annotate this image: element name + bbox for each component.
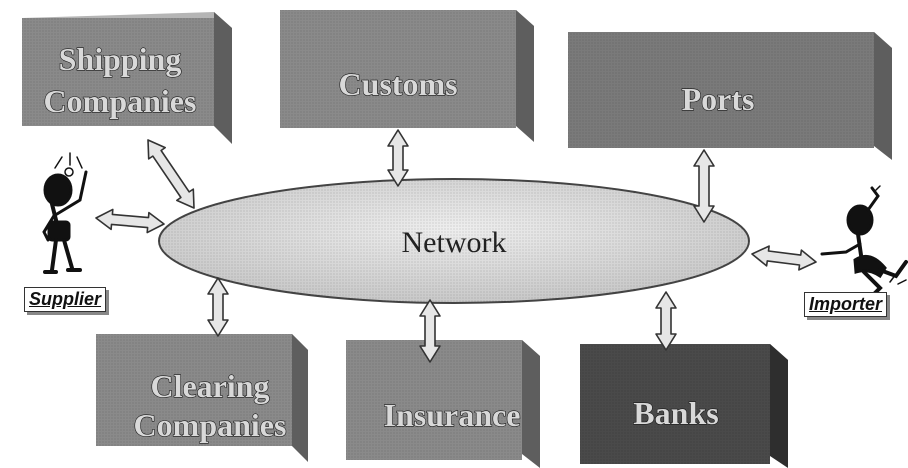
ports-label: Ports — [682, 81, 755, 117]
customs-box: Customs — [280, 10, 534, 142]
clearing-label-line1: Clearing — [150, 368, 269, 404]
shipping-label-line2: Companies — [44, 83, 197, 119]
clearing-label-line2: Companies — [134, 407, 287, 443]
network-label: Network — [402, 226, 507, 259]
arrow-network-importer — [751, 245, 817, 271]
network-ellipse: Network — [158, 178, 750, 304]
supplier-figure-icon — [42, 152, 88, 274]
arrow-customs-network — [387, 129, 409, 187]
arrow-clearing-network — [207, 277, 229, 337]
ports-box: Ports — [568, 32, 892, 160]
connection-arrows — [95, 129, 817, 363]
shipping-companies-box: Shipping Companies — [22, 12, 232, 144]
insurance-box: Insurance — [346, 340, 540, 468]
arrow-insurance-network — [419, 299, 441, 363]
customs-label: Customs — [338, 66, 457, 102]
arrow-ports-network — [693, 149, 715, 223]
importer-label: Importer — [804, 292, 888, 317]
banks-box: Banks — [580, 344, 788, 468]
arrow-banks-network — [655, 291, 677, 351]
arrow-shipping-network — [147, 139, 195, 209]
shipping-label-line1: Shipping — [59, 41, 182, 77]
importer-figure-icon — [820, 185, 908, 300]
arrow-supplier-network — [95, 208, 165, 234]
clearing-companies-box: Clearing Companies — [96, 334, 308, 462]
supplier-label: Supplier — [24, 287, 107, 312]
insurance-label: Insurance — [384, 397, 521, 433]
banks-label: Banks — [633, 395, 718, 431]
